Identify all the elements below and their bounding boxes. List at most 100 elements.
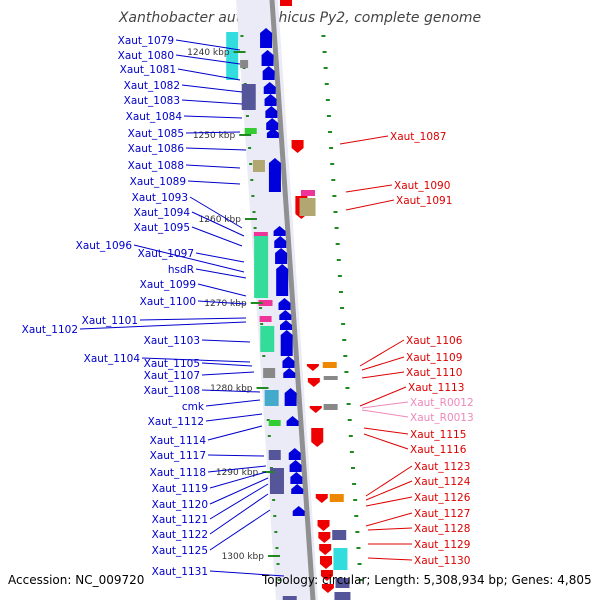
forward-gene-arrow: [283, 368, 296, 378]
left-gene-label[interactable]: Xaut_1120: [152, 499, 208, 511]
forward-gene-arrow: [275, 248, 288, 264]
leader-line: [207, 425, 263, 441]
leader-line: [207, 465, 267, 473]
right-gene-label[interactable]: Xaut_1115: [410, 429, 466, 441]
leader-line: [201, 339, 251, 343]
left-gene-label[interactable]: Xaut_1080: [118, 50, 174, 62]
left-gene-label[interactable]: Xaut_1100: [140, 296, 196, 308]
rna-label[interactable]: Xaut_R0013: [410, 412, 474, 424]
left-gene-label[interactable]: Xaut_1107: [144, 370, 200, 382]
left-gene-label[interactable]: Xaut_1083: [124, 95, 180, 107]
leader-line: [187, 180, 241, 185]
green-gene-block: [260, 326, 275, 352]
rna-label[interactable]: Xaut_R0012: [410, 397, 474, 409]
leader-line: [195, 252, 245, 263]
left-gene-label[interactable]: Xaut_1112: [148, 416, 204, 428]
right-gene-label[interactable]: Xaut_1124: [414, 476, 471, 488]
left-gene-label[interactable]: Xaut_1096: [76, 240, 133, 252]
left-gene-label[interactable]: Xaut_1088: [128, 160, 184, 172]
left-gene-label[interactable]: Xaut_1085: [128, 128, 184, 140]
right-gene-label[interactable]: Xaut_1129: [414, 539, 470, 551]
left-gene-label[interactable]: Xaut_1093: [132, 192, 188, 204]
leader-line: [363, 427, 409, 435]
label-leaders: [79, 39, 413, 577]
genome-backbone: [269, 0, 316, 600]
leader-line: [201, 362, 253, 367]
leader-line: [365, 480, 413, 501]
cyan-gene-block: [333, 548, 348, 570]
right-gene-label[interactable]: Xaut_1130: [414, 555, 470, 567]
reverse-gene-arrow: [318, 532, 331, 543]
left-gene-label[interactable]: Xaut_1099: [140, 279, 196, 291]
leader-line: [175, 39, 241, 51]
magenta-gene-block: [259, 316, 272, 322]
left-gene-label[interactable]: Xaut_1101: [82, 315, 138, 327]
leader-line: [365, 465, 413, 497]
left-gene-label[interactable]: Xaut_1104: [84, 353, 141, 365]
right-gene-label[interactable]: Xaut_1123: [414, 461, 470, 473]
left-gene-label[interactable]: Xaut_1081: [120, 64, 176, 76]
left-gene-label[interactable]: Xaut_1079: [118, 35, 174, 47]
reverse-gene-arrow: [319, 556, 332, 569]
reverse-gene-arrow: [321, 584, 334, 593]
accession-text: Accession: NC_009720: [8, 573, 145, 587]
right-gene-label[interactable]: Xaut_1113: [408, 382, 464, 394]
right-gene-label[interactable]: Xaut_1090: [394, 180, 450, 192]
left-gene-label[interactable]: hsdR: [168, 264, 194, 276]
reverse-gene-arrow: [317, 520, 330, 531]
left-gene-label[interactable]: Xaut_1114: [150, 435, 207, 447]
left-gene-label[interactable]: Xaut_1089: [130, 176, 186, 188]
left-gene-label[interactable]: Xaut_1108: [144, 385, 200, 397]
forward-gene-arrow: [284, 388, 297, 406]
slate-gene-block: [268, 450, 281, 460]
right-gene-label[interactable]: Xaut_1126: [414, 492, 471, 504]
orange-gene-block: [329, 494, 344, 502]
leader-line: [185, 131, 241, 134]
left-gene-label[interactable]: Xaut_1084: [126, 111, 183, 123]
left-gene-label[interactable]: Xaut_1121: [152, 514, 208, 526]
leader-line: [359, 386, 407, 407]
left-gene-label[interactable]: Xaut_1086: [128, 143, 185, 155]
forward-gene-arrow: [265, 106, 278, 118]
left-gene-label[interactable]: Xaut_1105: [144, 358, 200, 370]
left-gene-label[interactable]: Xaut_1102: [22, 324, 78, 336]
forward-gene-arrow: [276, 264, 289, 296]
forward-gene-arrow: [266, 128, 279, 138]
left-gene-label[interactable]: cmk: [182, 401, 205, 413]
left-gene-label[interactable]: Xaut_1082: [124, 80, 180, 92]
leader-line: [185, 164, 241, 169]
right-gene-label[interactable]: Xaut_1091: [396, 195, 452, 207]
leader-line: [191, 226, 243, 247]
leader-line: [205, 399, 261, 407]
leader-line: [361, 409, 409, 418]
right-gene-label[interactable]: Xaut_1128: [414, 523, 470, 535]
left-gene-label[interactable]: Xaut_1094: [134, 207, 191, 219]
leader-line: [209, 570, 285, 577]
right-gene-label[interactable]: Xaut_1109: [406, 352, 462, 364]
forward-gene-arrow: [278, 298, 291, 310]
left-gene-label[interactable]: Xaut_1118: [150, 467, 206, 479]
green-gene-block: [268, 420, 281, 426]
left-gene-label[interactable]: Xaut_1131: [152, 566, 208, 578]
right-gene-label[interactable]: Xaut_1110: [406, 367, 462, 379]
reverse-gene-arrow: [307, 378, 320, 387]
right-gene-label[interactable]: Xaut_1106: [406, 335, 463, 347]
left-gene-label[interactable]: Xaut_1125: [152, 545, 208, 557]
left-gene-label[interactable]: Xaut_1119: [152, 483, 208, 495]
right-gene-label[interactable]: Xaut_1087: [390, 131, 446, 143]
right-gene-label[interactable]: Xaut_1116: [410, 444, 467, 456]
left-gene-label[interactable]: Xaut_1122: [152, 529, 208, 541]
leader-line: [185, 147, 247, 151]
left-gene-label[interactable]: Xaut_1097: [138, 248, 194, 260]
slate-gene-block: [282, 596, 297, 600]
forward-gene-arrow: [262, 66, 275, 80]
reverse-gene-arrow: [306, 364, 319, 371]
leader-line: [205, 413, 263, 422]
left-gene-label[interactable]: Xaut_1117: [150, 450, 206, 462]
left-gene-label[interactable]: Xaut_1103: [144, 335, 200, 347]
scale-label: 1270 kbp: [204, 299, 247, 309]
forward-gene-arrow: [282, 356, 295, 368]
right-gene-label[interactable]: Xaut_1127: [414, 508, 470, 520]
forward-gene-arrow: [263, 82, 276, 94]
left-gene-label[interactable]: Xaut_1095: [134, 222, 190, 234]
